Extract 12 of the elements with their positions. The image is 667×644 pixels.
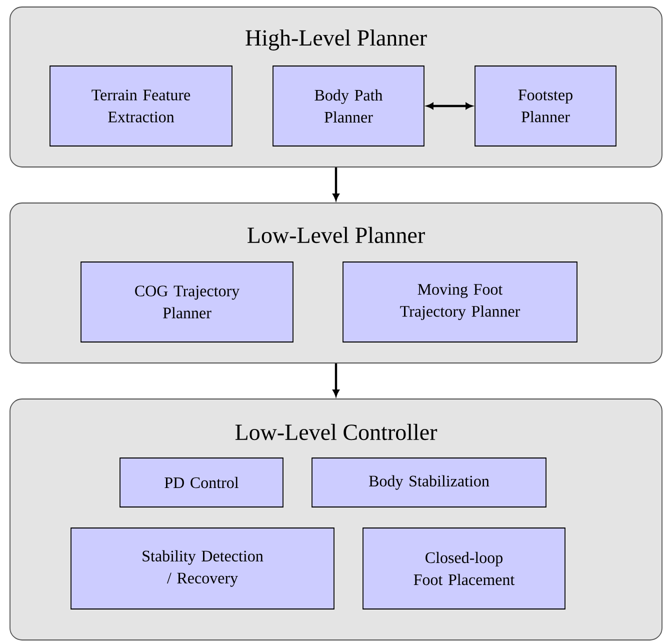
process-box: PD Control <box>120 458 284 508</box>
process-box: Stability Detection / Recovery <box>70 528 334 610</box>
process-box: Closed-loop Foot Placement <box>362 528 566 610</box>
process-box: Terrain Feature Extraction <box>50 66 232 146</box>
arrow <box>332 167 340 200</box>
process-box: Footstep Planner <box>474 66 616 146</box>
process-box: COG Trajectory Planner <box>80 262 294 342</box>
process-box: Moving Foot Trajectory Planner <box>342 262 578 342</box>
arrow <box>332 363 340 396</box>
arrow <box>426 102 472 110</box>
process-box: Body Path Planner <box>272 66 424 146</box>
process-box: Body Stabilization <box>312 458 546 508</box>
